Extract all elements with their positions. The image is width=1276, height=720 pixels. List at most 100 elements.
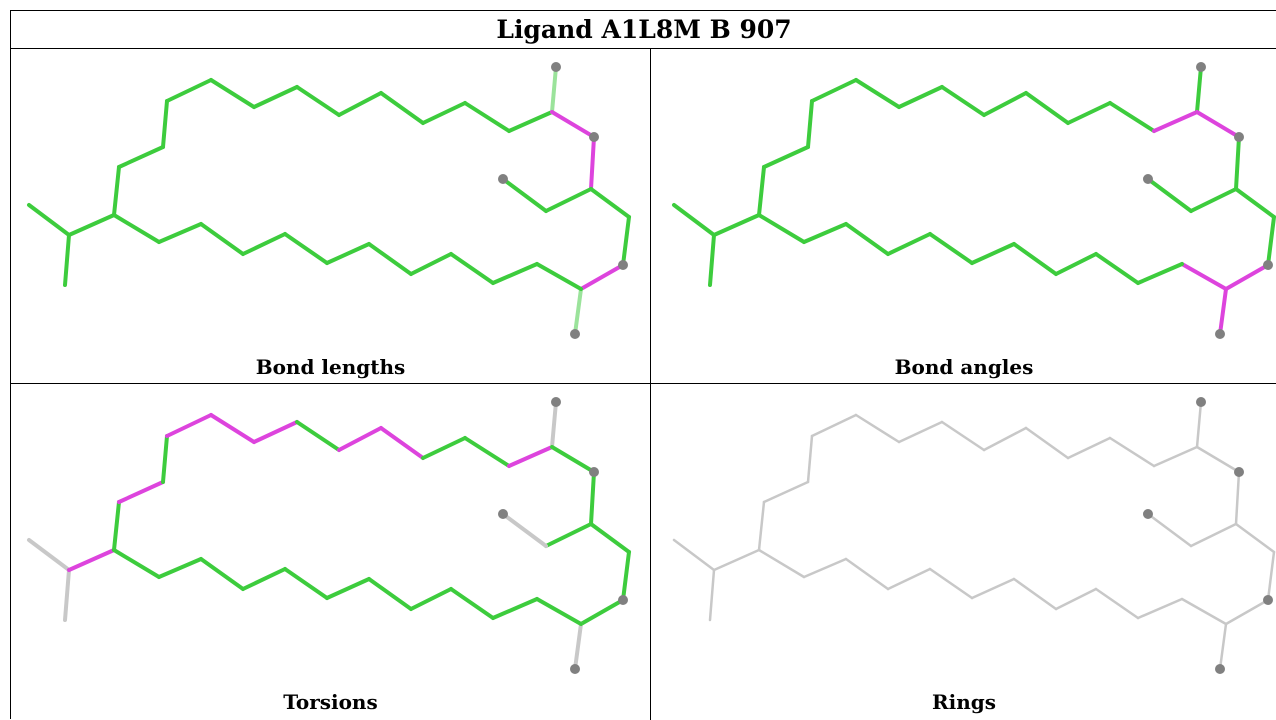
bond-angles-34: [757, 213, 806, 244]
bond-torsions-28: [367, 577, 413, 611]
bond-angles-33: [802, 222, 848, 244]
molecule-bond-angles: [672, 62, 1276, 339]
bond-rings-0: [672, 538, 716, 572]
bond-angles-31: [886, 232, 932, 256]
bond-torsions-19: [501, 512, 548, 548]
bond-lengths-7: [209, 78, 256, 109]
bond-lengths-0: [27, 203, 71, 237]
bond-torsions-10: [337, 426, 383, 452]
bond-torsions-3: [112, 500, 121, 552]
bond-torsions-15: [550, 400, 558, 449]
bond-torsions-31: [241, 567, 287, 591]
panel-bond-lengths: Bond lengths: [11, 49, 650, 383]
bond-lengths-1: [63, 233, 71, 287]
bond-lengths-6: [165, 78, 213, 103]
bond-angles-30: [928, 232, 974, 265]
bond-angles-5: [806, 99, 814, 149]
bond-torsions-2: [67, 548, 116, 572]
bond-angles-25: [1136, 262, 1184, 285]
bond-angles-3: [757, 165, 766, 217]
bond-rings-4: [762, 480, 810, 504]
bond-rings-31: [886, 567, 932, 591]
bond-torsions-29: [325, 577, 371, 600]
bond-lengths-31: [241, 232, 287, 256]
bond-torsions-30: [283, 567, 329, 600]
bond-torsions-17: [589, 470, 596, 526]
bond-rings-25: [1136, 597, 1184, 620]
bond-torsions-7: [209, 413, 256, 444]
bond-lengths-22: [579, 263, 625, 291]
atom-sphere-torsions-16: [551, 397, 561, 407]
caption-rings: Rings: [931, 690, 996, 714]
bond-lengths-10: [337, 91, 383, 117]
bond-angles-16: [1195, 110, 1241, 139]
bond-angles-26: [1094, 252, 1140, 285]
caption-torsions: Torsions: [283, 690, 378, 714]
bond-lengths-8: [252, 85, 299, 109]
bond-rings-30: [928, 567, 974, 600]
molecule-bond-lengths: [27, 62, 631, 339]
bond-lengths-27: [409, 252, 453, 276]
bond-angles-9: [940, 85, 986, 117]
bond-angles-32: [844, 222, 890, 256]
bond-angles-2: [712, 213, 761, 237]
panel-rings: Rings: [651, 384, 1276, 720]
bond-angles-4: [762, 145, 810, 169]
bond-rings-19: [1146, 512, 1193, 548]
bond-rings-7: [854, 413, 901, 444]
bond-rings-1: [708, 568, 716, 622]
bond-torsions-13: [463, 436, 511, 468]
ligand-validation-table: Ligand A1L8M B 907 Bond lengths Bond ang…: [10, 10, 1276, 720]
bond-lengths-15: [550, 65, 558, 114]
bond-lengths-13: [463, 101, 511, 133]
bond-rings-20: [1234, 522, 1276, 554]
bond-rings-3: [757, 500, 766, 552]
atom-sphere-torsions-24: [570, 664, 580, 674]
bond-lengths-19: [501, 177, 548, 213]
bond-torsions-33: [157, 557, 203, 579]
bond-lengths-30: [283, 232, 329, 265]
bond-angles-21: [1266, 215, 1276, 267]
bond-rings-8: [897, 420, 944, 444]
bond-lengths-18: [544, 187, 593, 213]
bond-angles-24: [1180, 262, 1228, 291]
bond-angles-13: [1108, 101, 1156, 133]
bond-lengths-20: [589, 187, 631, 219]
bond-angles-0: [672, 203, 716, 237]
bond-rings-11: [1024, 426, 1070, 460]
bond-torsions-1: [63, 568, 71, 622]
table-title: Ligand A1L8M B 907: [496, 15, 792, 44]
bond-torsions-8: [252, 420, 299, 444]
atom-sphere-lengths-16: [551, 62, 561, 72]
atom-sphere-torsions-22: [618, 595, 628, 605]
bond-rings-23: [1218, 622, 1228, 671]
atom-sphere-angles-20: [1143, 174, 1153, 184]
atom-sphere-rings-24: [1215, 664, 1225, 674]
atom-sphere-angles-22: [1263, 260, 1273, 270]
bond-rings-10: [982, 426, 1028, 452]
bond-lengths-21: [621, 215, 631, 267]
bond-lengths-5: [161, 99, 169, 149]
bond-angles-20: [1234, 187, 1276, 219]
bond-rings-33: [802, 557, 848, 579]
bond-lengths-4: [117, 145, 165, 169]
bond-torsions-26: [449, 587, 495, 620]
bond-lengths-17: [589, 135, 596, 191]
atom-sphere-lengths-17: [589, 132, 599, 142]
bond-lengths-2: [67, 213, 116, 237]
bond-torsions-16: [550, 445, 596, 474]
atom-sphere-lengths-22: [618, 260, 628, 270]
bond-torsions-34: [112, 548, 161, 579]
bond-rings-21: [1266, 550, 1276, 602]
bond-lengths-3: [112, 165, 121, 217]
atom-sphere-rings-20: [1143, 509, 1153, 519]
atom-sphere-rings-16: [1196, 397, 1206, 407]
bond-lengths-26: [449, 252, 495, 285]
bond-lengths-11: [379, 91, 425, 125]
bond-angles-28: [1012, 242, 1058, 276]
bond-angles-18: [1189, 187, 1238, 213]
bond-torsions-11: [379, 426, 425, 460]
bond-torsions-18: [544, 522, 593, 548]
bond-angles-14: [1152, 110, 1199, 133]
title-divider: [11, 48, 1276, 49]
